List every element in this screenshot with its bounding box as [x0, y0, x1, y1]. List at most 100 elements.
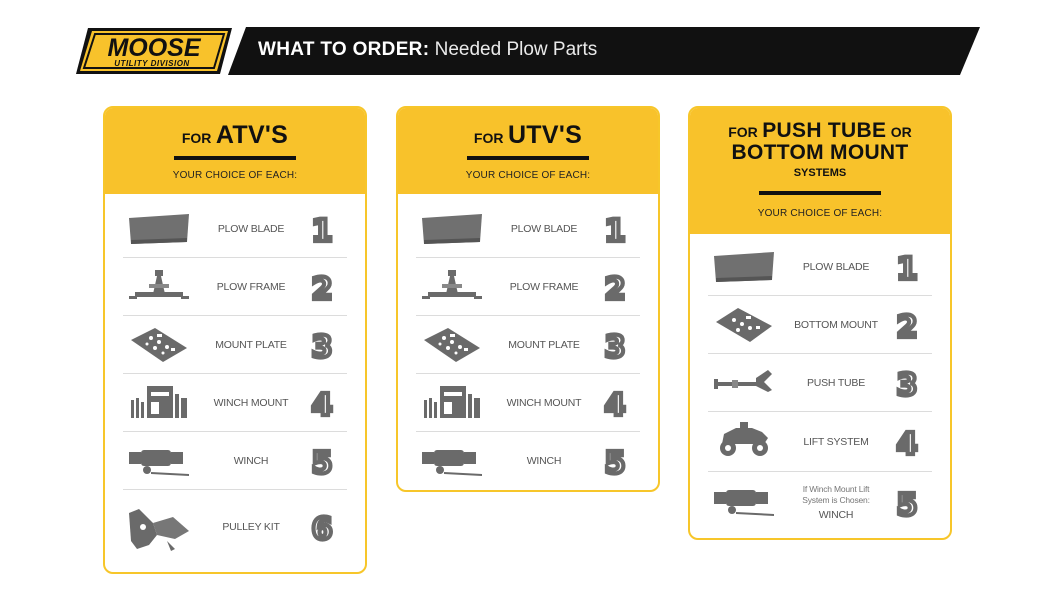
bottom-mount-icon: [712, 302, 776, 348]
item-number: 2: [882, 296, 932, 353]
svg-text:1: 1: [312, 214, 333, 245]
svg-text:3: 3: [605, 330, 626, 361]
item-label: PLOW BLADE: [802, 260, 870, 273]
list-item: LIFT SYSTEM 4: [708, 412, 932, 472]
list-item: BOTTOM MOUNT 2: [708, 296, 932, 354]
item-label: WINCH MOUNT: [506, 396, 582, 409]
list-item: WINCH MOUNT 4: [416, 374, 640, 432]
list-item: MOUNT PLATE 3: [416, 316, 640, 374]
card-atv: FOR ATV'S YOUR CHOICE OF EACH: PLOW BLAD…: [103, 106, 367, 574]
item-number: 3: [297, 316, 347, 373]
item-label: WINCH: [526, 455, 562, 467]
winch-mount-icon: [420, 380, 484, 426]
item-label: WINCH MOUNT: [213, 396, 289, 409]
list-item: PLOW BLADE 1: [416, 200, 640, 258]
item-number: 1: [882, 238, 932, 295]
title-small: OR: [890, 124, 912, 140]
plow-frame-icon: [127, 264, 191, 310]
card-push-tube: FOR PUSH TUBE OR BOTTOM MOUNT SYSTEMS YO…: [688, 106, 952, 540]
winch-icon: [712, 478, 776, 524]
title-small: FOR: [181, 130, 212, 146]
list-item: WINCH 5: [123, 432, 347, 490]
list-item: MOUNT PLATE 3: [123, 316, 347, 374]
svg-text:1: 1: [605, 214, 626, 245]
title-rule: [467, 155, 589, 160]
winch-icon: [127, 438, 191, 484]
mount-plate-icon: [127, 322, 191, 368]
banner-title: WHAT TO ORDER: Needed Plow Parts: [258, 39, 597, 61]
logo-word: MOOSE: [107, 34, 201, 62]
item-label: PLOW BLADE: [217, 222, 285, 235]
card-atv-title: FOR ATV'S: [105, 121, 365, 150]
title-small: FOR: [473, 130, 504, 146]
item-note: If Winch Mount Lift: [802, 484, 870, 495]
item-number: 1: [590, 200, 640, 257]
item-number: 6: [297, 490, 347, 564]
item-label: If Winch Mount Lift System is Chosen: WI…: [784, 472, 888, 534]
moose-logo-icon: MOOSE UTILITY DIVISION: [76, 28, 232, 74]
push-tube-icon: [712, 360, 776, 406]
item-label: MOUNT PLATE: [215, 338, 287, 351]
list-item: PLOW FRAME 2: [416, 258, 640, 316]
list-item: PULLEY KIT 6: [123, 490, 347, 564]
item-number: 3: [882, 354, 932, 411]
item-number: 5: [297, 432, 347, 489]
svg-text:2: 2: [312, 272, 333, 303]
item-label: PLOW BLADE: [510, 222, 578, 235]
svg-text:4: 4: [897, 427, 918, 458]
list-item: PLOW FRAME 2: [123, 258, 347, 316]
pulley-kit-icon: [127, 498, 191, 558]
title-big: BOTTOM MOUNT: [731, 141, 909, 165]
mount-plate-icon: [420, 322, 484, 368]
list-item: WINCH 5: [416, 432, 640, 490]
svg-text:2: 2: [897, 310, 918, 341]
svg-text:2: 2: [605, 272, 626, 303]
banner-shape: [228, 27, 980, 75]
card-push-tube-header: FOR PUSH TUBE OR BOTTOM MOUNT SYSTEMS YO…: [690, 108, 950, 234]
title-small: SYSTEMS: [793, 167, 847, 180]
list-item: PLOW BLADE 1: [708, 238, 932, 296]
svg-text:3: 3: [897, 368, 918, 399]
svg-text:5: 5: [605, 446, 626, 477]
item-label: WINCH: [233, 454, 269, 467]
title-big: UTV'S: [507, 121, 583, 149]
item-number: 5: [590, 432, 640, 490]
card-utv-header: FOR UTV'S YOUR CHOICE OF EACH:: [398, 108, 658, 194]
choice-label: YOUR CHOICE OF EACH:: [172, 169, 298, 181]
list-item: PUSH TUBE 3: [708, 354, 932, 412]
plow-blade-icon: [127, 206, 191, 252]
card-utv-title: FOR UTV'S: [398, 121, 658, 150]
choice-label: YOUR CHOICE OF EACH:: [465, 169, 591, 181]
winch-mount-icon: [127, 380, 191, 426]
svg-text:5: 5: [897, 488, 918, 519]
item-label: PULLEY KIT: [222, 521, 280, 533]
list-item: PLOW BLADE 1: [123, 200, 347, 258]
lift-system-icon: [712, 418, 776, 464]
title-big: PUSH TUBE: [762, 119, 887, 142]
banner-title-rest: Needed Plow Parts: [429, 39, 598, 60]
list-item: If Winch Mount Lift System is Chosen: WI…: [708, 472, 932, 534]
item-number: 4: [882, 412, 932, 471]
item-number: 4: [297, 374, 347, 431]
item-label: PUSH TUBE: [806, 376, 866, 389]
item-note: System is Chosen:: [802, 494, 870, 505]
item-label: PLOW FRAME: [509, 280, 579, 293]
item-label-main: WINCH: [818, 508, 854, 521]
svg-text:4: 4: [312, 388, 333, 419]
card-atv-header: FOR ATV'S YOUR CHOICE OF EACH:: [105, 108, 365, 194]
plow-blade-icon: [420, 206, 484, 252]
card-utv: FOR UTV'S YOUR CHOICE OF EACH: PLOW BLAD…: [396, 106, 660, 492]
item-label: BOTTOM MOUNT: [794, 318, 878, 331]
svg-text:1: 1: [897, 252, 918, 283]
item-label: MOUNT PLATE: [508, 338, 580, 351]
moose-logo: MOOSE UTILITY DIVISION: [74, 26, 234, 76]
winch-icon: [420, 438, 484, 484]
item-number: 1: [297, 200, 347, 257]
svg-text:4: 4: [605, 388, 626, 419]
banner-title-colon: :: [422, 39, 430, 60]
header-banner: WHAT TO ORDER: Needed Plow Parts: [228, 27, 980, 75]
title-rule: [759, 190, 881, 195]
choice-label: YOUR CHOICE OF EACH:: [757, 207, 883, 219]
title-small: FOR: [728, 124, 758, 140]
svg-text:5: 5: [312, 446, 333, 477]
